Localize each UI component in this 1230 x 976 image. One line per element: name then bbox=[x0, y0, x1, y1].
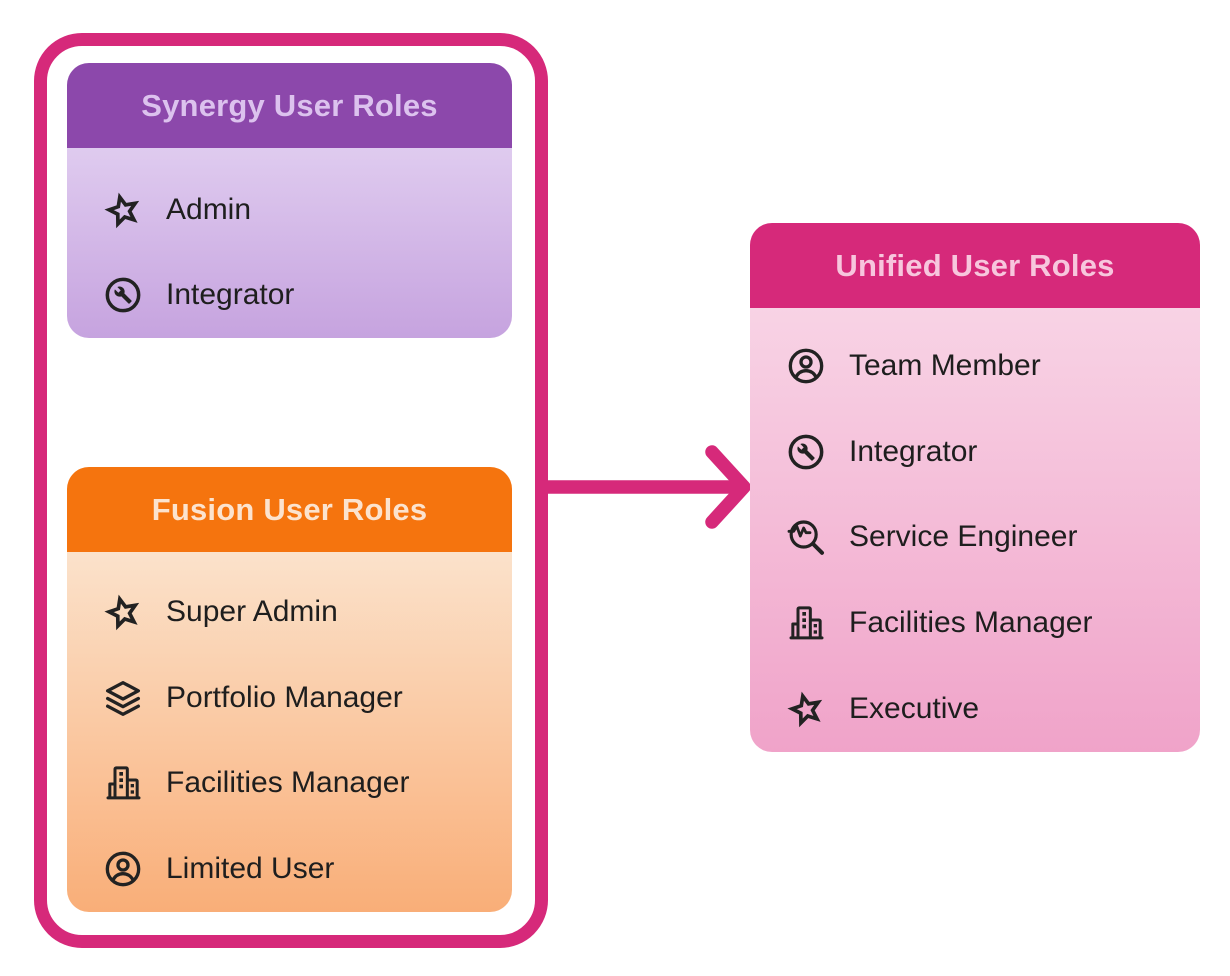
layers-icon bbox=[103, 678, 143, 718]
fusion-card-header: Fusion User Roles bbox=[67, 467, 512, 552]
unified-card-title: Unified User Roles bbox=[835, 247, 1115, 283]
role-label: Executive bbox=[849, 692, 980, 726]
role-row: Portfolio Manager bbox=[67, 655, 512, 741]
role-label: Super Admin bbox=[166, 594, 338, 628]
wrench-circle-icon bbox=[103, 275, 143, 315]
fusion-roles-card: Fusion User Roles Super Admin Portfolio … bbox=[67, 467, 512, 912]
role-label: Facilities Manager bbox=[849, 606, 1093, 640]
role-label: Integrator bbox=[849, 434, 978, 468]
synergy-card-header: Synergy User Roles bbox=[67, 63, 512, 148]
role-label: Service Engineer bbox=[849, 520, 1078, 554]
role-label: Admin bbox=[166, 192, 252, 226]
fusion-card-body: Super Admin Portfolio Manager Facilities… bbox=[67, 552, 512, 912]
legacy-roles-frame bbox=[34, 33, 548, 948]
synergy-roles-card: Synergy User Roles Admin Integrator bbox=[67, 63, 512, 338]
role-row: Team Member bbox=[750, 323, 1200, 409]
wrench-circle-icon bbox=[786, 432, 826, 472]
role-label: Integrator bbox=[166, 277, 295, 311]
star-icon bbox=[103, 190, 143, 230]
role-row: Service Engineer bbox=[750, 495, 1200, 581]
synergy-card-title: Synergy User Roles bbox=[141, 87, 438, 123]
role-label: Limited User bbox=[166, 852, 335, 886]
role-row: Integrator bbox=[750, 409, 1200, 495]
role-row: Facilities Manager bbox=[750, 580, 1200, 666]
unified-card-body: Team Member Integrator Service Engineer … bbox=[750, 308, 1200, 752]
arrow-right-icon bbox=[542, 445, 751, 529]
fusion-card-title: Fusion User Roles bbox=[151, 491, 428, 527]
role-row: Limited User bbox=[67, 826, 512, 912]
role-row: Admin bbox=[67, 167, 512, 252]
synergy-card-body: Admin Integrator bbox=[67, 148, 512, 338]
unified-card-header: Unified User Roles bbox=[750, 223, 1200, 308]
role-row: Super Admin bbox=[67, 569, 512, 655]
role-row: Integrator bbox=[67, 252, 512, 337]
buildings-icon bbox=[786, 603, 826, 643]
role-label: Portfolio Manager bbox=[166, 680, 403, 714]
role-label: Facilities Manager bbox=[166, 766, 410, 800]
unified-roles-card: Unified User Roles Team Member Integrato… bbox=[750, 223, 1200, 752]
role-row: Facilities Manager bbox=[67, 741, 512, 827]
role-row: Executive bbox=[750, 666, 1200, 752]
person-circle-icon bbox=[103, 849, 143, 889]
person-circle-icon bbox=[786, 346, 826, 386]
troubleshoot-icon bbox=[786, 517, 826, 557]
star-icon bbox=[786, 689, 826, 729]
star-icon bbox=[103, 592, 143, 632]
role-label: Team Member bbox=[849, 348, 1041, 382]
buildings-icon bbox=[103, 763, 143, 803]
